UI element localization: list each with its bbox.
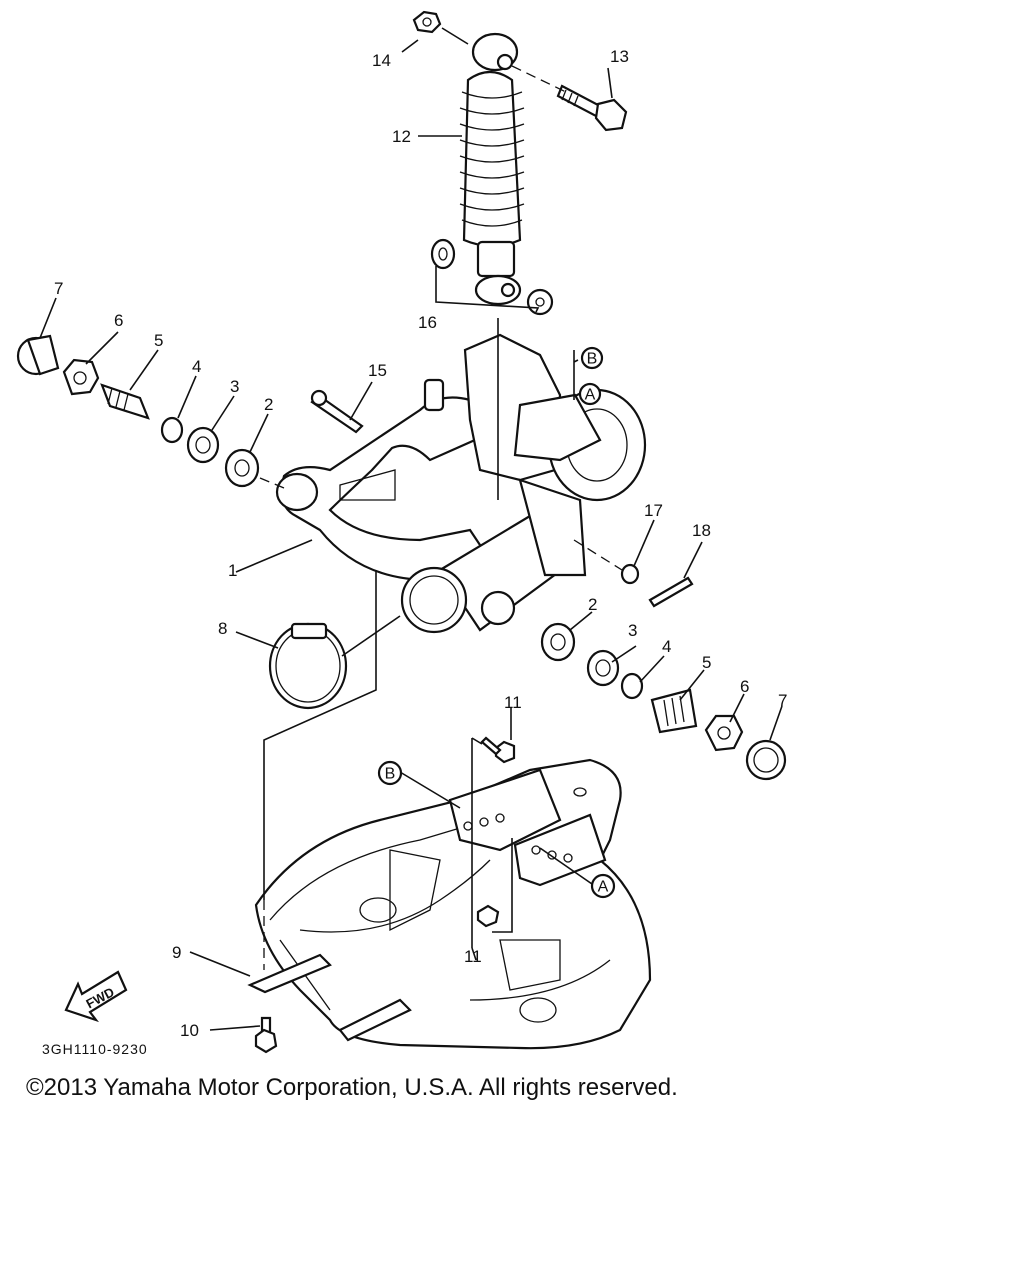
ref-marker-a-bottom: A [590, 873, 616, 899]
label-part-16: 16 [418, 313, 437, 332]
label-part-14: 14 [372, 51, 391, 70]
label-part-10: 10 [180, 1021, 199, 1040]
label-part-7-lower: 7 [778, 691, 787, 710]
shock-absorber [459, 32, 525, 306]
svg-text:A: A [585, 387, 596, 404]
label-part-1: 1 [228, 561, 237, 580]
label-part-12: 12 [392, 127, 411, 146]
label-part-7-upper: 7 [54, 279, 63, 298]
label-part-5-upper: 5 [154, 331, 163, 350]
label-part-9: 9 [172, 943, 181, 962]
svg-text:B: B [385, 766, 396, 783]
ref-marker-a-top: A [578, 382, 602, 406]
label-part-3-lower: 3 [628, 621, 637, 640]
swingarm [275, 333, 647, 634]
label-part-6-upper: 6 [114, 311, 123, 330]
label-part-3-upper: 3 [230, 377, 239, 396]
label-part-18: 18 [692, 521, 711, 540]
copyright-notice: ©2013 Yamaha Motor Corporation, U.S.A. A… [26, 1074, 678, 1101]
forward-arrow-icon: FWD [64, 970, 128, 1023]
label-part-4-upper: 4 [192, 357, 201, 376]
label-part-6-lower: 6 [740, 677, 749, 696]
bolt-13 [556, 84, 628, 132]
ref-marker-b-bottom: B [377, 760, 403, 786]
nut-14 [412, 10, 442, 34]
forward-label: FWD [84, 984, 117, 1011]
right-bushing-stack [540, 622, 787, 781]
left-bushing-stack [16, 334, 260, 488]
exploded-parts-diagram: 1 2 2 3 3 4 4 5 5 6 6 7 7 8 9 10 11 11 1… [16, 10, 787, 1057]
swingarm-guard [247, 758, 652, 1050]
washer-17-pin-18 [620, 563, 694, 608]
label-part-11-lower: 11 [464, 947, 482, 966]
label-part-5-lower: 5 [702, 653, 711, 672]
ref-marker-b-top: B [580, 346, 604, 370]
label-part-13: 13 [610, 47, 629, 66]
diagram-code: 3GH1110-9230 [42, 1041, 148, 1057]
label-part-15: 15 [368, 361, 387, 380]
label-part-17: 17 [644, 501, 663, 520]
label-part-8: 8 [218, 619, 227, 638]
clamp-8 [268, 622, 348, 710]
pivot-shaft-15 [310, 389, 364, 434]
bolt-10 [254, 1016, 278, 1054]
label-part-2-upper: 2 [264, 395, 273, 414]
leader-lines [39, 27, 783, 1031]
svg-text:A: A [598, 879, 609, 896]
bolts-11 [476, 736, 516, 928]
label-part-4-lower: 4 [662, 637, 671, 656]
label-part-2-lower: 2 [588, 595, 597, 614]
label-part-11-upper: 11 [504, 693, 522, 712]
svg-text:B: B [587, 351, 598, 368]
